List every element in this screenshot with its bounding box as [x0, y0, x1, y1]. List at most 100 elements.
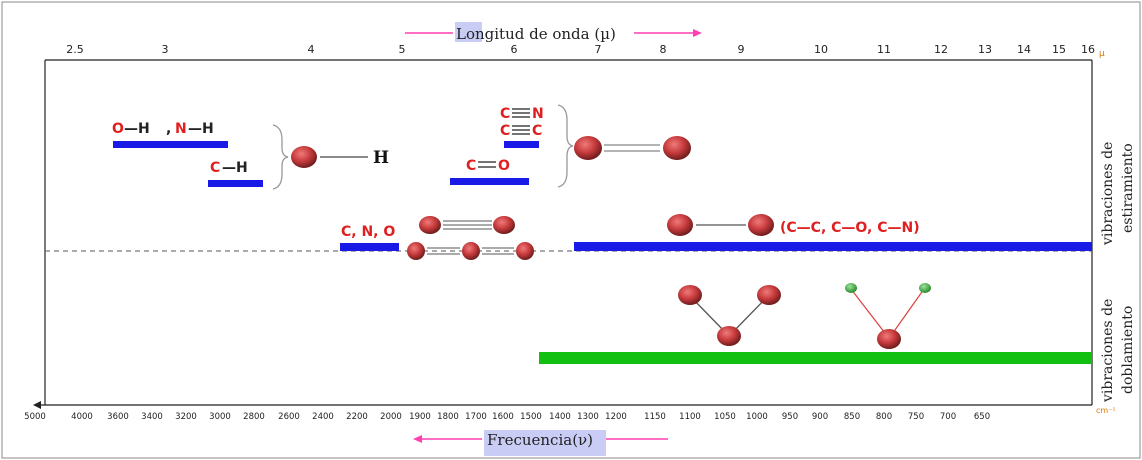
bottom-tick-label: 1100 [679, 412, 701, 422]
top-tick-label: 16 [1081, 43, 1095, 56]
ch-bar [208, 180, 263, 187]
bending-bar [539, 352, 1092, 364]
oh-h-atom: —H [124, 121, 150, 137]
single-bonds-label: (C—C, C—O, C—N) [780, 220, 920, 236]
x-h-brace [272, 124, 289, 190]
co-c-atom: C [466, 158, 476, 174]
single-bond-atom-1 [667, 214, 693, 236]
bottom-tick-label: 5000 [24, 412, 46, 422]
bottom-tick-label: 1400 [549, 412, 571, 422]
bottom-tick-label: 850 [844, 412, 860, 422]
cc-c-atom-2: C [532, 123, 542, 139]
bottom-tick-label: 700 [940, 412, 956, 422]
bottom-tick-label: 4000 [71, 412, 93, 422]
bottom-tick-label: 2000 [380, 412, 402, 422]
single-bonds-bar [574, 242, 1092, 251]
cumul-atom-3 [516, 242, 534, 260]
title-arrowhead [693, 29, 702, 37]
bottom-tick-label: 3200 [175, 412, 197, 422]
bottom-tick-label: 900 [812, 412, 828, 422]
bottom-tick-label: 3000 [209, 412, 231, 422]
frequency-title: Frecuencia(ν) [487, 431, 593, 449]
cn-n-atom: N [532, 106, 544, 122]
bend1-atom-right [757, 285, 781, 305]
triple-mol-atom-1 [419, 216, 441, 234]
stretching-label: vibraciones de estiramiento [1100, 142, 1136, 246]
oh-o-atom: O [112, 121, 124, 137]
bottom-tick-label: 750 [908, 412, 924, 422]
co-double-bar [450, 178, 529, 185]
co-double-label: C O [466, 158, 510, 174]
ch-label: C —H [210, 160, 248, 176]
cn-c-atom: C [500, 106, 510, 122]
cumul-atom-1 [407, 242, 425, 260]
bottom-tick-label: 3400 [141, 412, 163, 422]
bend2-atom-right [919, 283, 931, 293]
top-tick-label: 6 [511, 43, 518, 56]
bottom-tick-label: 2400 [312, 412, 334, 422]
triple-bond-bar [504, 141, 539, 148]
bottom-tick-label: 1900 [409, 412, 431, 422]
top-tick-label: 10 [814, 43, 828, 56]
bottom-tick-label: 3600 [107, 412, 129, 422]
bend2-atom-left [845, 283, 857, 293]
top-tick-label: 4 [308, 43, 315, 56]
cumul-atom-2 [462, 242, 480, 260]
bottom-tick-label: 1600 [492, 412, 514, 422]
ch-c-atom: C [210, 160, 220, 176]
bend2-bond-right [889, 288, 925, 338]
axis-arrowhead [33, 401, 41, 409]
wavelength-title: Longitud de onda (µ) [456, 25, 616, 43]
top-tick-label: 15 [1052, 43, 1066, 56]
bottom-tick-label: 1050 [714, 412, 736, 422]
top-tick-label: 13 [978, 43, 992, 56]
cc-triple-label: C C [500, 123, 542, 139]
bending-label-line1: vibraciones de [1100, 299, 1116, 403]
bottom-tick-label: 2200 [346, 412, 368, 422]
cno-label: C, N, O [341, 224, 395, 240]
bend1-atom-left [678, 285, 702, 305]
bottom-tick-label: 950 [782, 412, 798, 422]
double-bond-atom-1 [574, 136, 602, 160]
frequency-unit: cm⁻¹ [1096, 406, 1116, 415]
bottom-tick-label: 650 [974, 412, 990, 422]
cc-c-atom-1: C [500, 123, 510, 139]
nh-n-atom: N [175, 121, 187, 137]
title-highlight [455, 22, 482, 42]
cno-bar [340, 243, 399, 251]
bottom-tick-label: 1700 [465, 412, 487, 422]
oh-comma: , [166, 121, 171, 137]
top-tick-label: 7 [595, 43, 602, 56]
top-tick-label: 2.5 [66, 43, 84, 56]
bottom-tick-label: 1300 [577, 412, 599, 422]
bottom-tick-label: 2800 [243, 412, 265, 422]
top-tick-label: 12 [934, 43, 948, 56]
triple-mol-atom-2 [493, 216, 515, 234]
co-o-atom: O [498, 158, 510, 174]
wavelength-unit: µ [1099, 49, 1105, 59]
stretching-label-line1: vibraciones de [1100, 142, 1116, 246]
top-tick-label: 11 [877, 43, 891, 56]
bend2-bond-left [850, 288, 889, 338]
bend2-atom-center [877, 329, 901, 349]
footer-highlight [484, 430, 606, 456]
bottom-tick-label: 1500 [520, 412, 542, 422]
nh-h-atom: —H [188, 121, 214, 137]
cn-triple-label: C N [500, 106, 544, 122]
bottom-tick-label: 1000 [746, 412, 768, 422]
oh-nh-label: O —H , N —H [112, 121, 214, 137]
footer-arrowhead [413, 435, 422, 443]
top-tick-label: 8 [660, 43, 667, 56]
ch-h-atom: —H [222, 160, 248, 176]
h-atom-label: H [373, 148, 389, 168]
bottom-tick-label: 1200 [605, 412, 627, 422]
top-tick-label: 5 [399, 43, 406, 56]
top-tick-label: 14 [1017, 43, 1031, 56]
bottom-tick-label: 1150 [644, 412, 666, 422]
bend1-atom-center [717, 326, 741, 346]
top-tick-label: 9 [738, 43, 745, 56]
oh-nh-bar [113, 141, 228, 148]
